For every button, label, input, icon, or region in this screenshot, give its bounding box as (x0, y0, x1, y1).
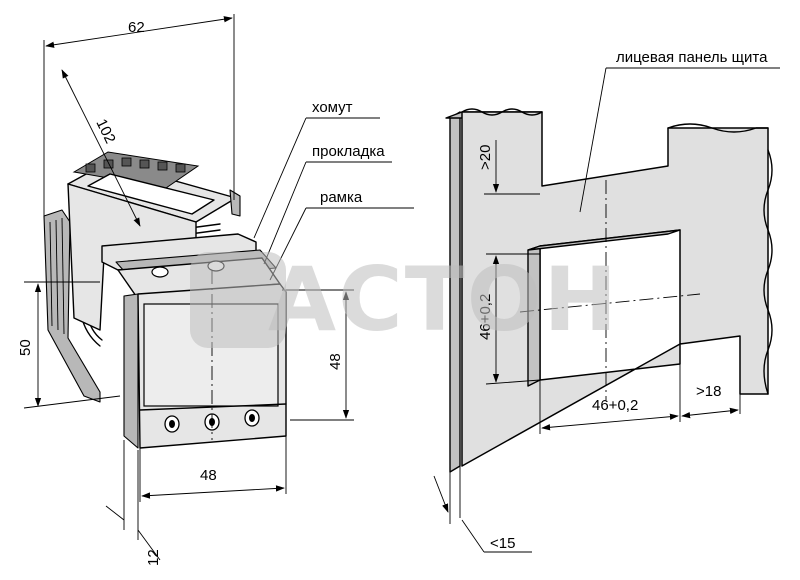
dim-50: 50 (17, 281, 121, 409)
dim-12-label: 12 (145, 549, 162, 566)
dim-gt20: >20 (477, 140, 540, 195)
front-bezel-side (123, 293, 139, 449)
watermark-text: АСТОН (268, 248, 619, 351)
clamp-label: хомут (312, 99, 353, 116)
dim-48v-label: 48 (327, 353, 344, 370)
dim-50-label: 50 (17, 339, 34, 356)
dim-lt15-label: <15 (490, 535, 515, 552)
dim-46v-label: 46+0,2 (477, 294, 494, 340)
frame-label: рамка (320, 189, 363, 206)
dim-102-label: 102 (92, 116, 118, 146)
label-frame: рамка (269, 189, 414, 281)
dim-46-horizontal: 46+0,2 >18 (539, 364, 741, 434)
label-clamp: хомут (253, 99, 380, 239)
dim-62-label: 62 (128, 19, 145, 36)
watermark-logo-box (190, 252, 286, 348)
right-clip (229, 189, 241, 217)
gasket-label: прокладка (312, 143, 385, 160)
dim-62: 62 (43, 14, 235, 216)
dim-46-vertical: 46+0,2 (477, 253, 541, 385)
dim-gt18-label: >18 (696, 383, 721, 400)
dim-48-horizontal: 48 (139, 436, 287, 502)
label-front-panel: лицевая панель щита (579, 49, 780, 213)
panel-drawing: >20 46+0,2 46+0,2 >18 <15 (433, 49, 780, 553)
label-gasket: прокладка (263, 143, 392, 265)
front-panel-label: лицевая панель щита (616, 49, 768, 66)
frame-hole-left (151, 266, 169, 278)
dim-12: 12 (105, 440, 162, 566)
dim-48-vertical: 48 (282, 289, 354, 421)
dim-gt20-label: >20 (477, 145, 494, 170)
dim-lt15: <15 (433, 466, 532, 553)
watermark: АСТОН (190, 248, 619, 351)
dim-46h-label: 46+0,2 (592, 397, 638, 414)
dim-48h-label: 48 (200, 467, 217, 484)
